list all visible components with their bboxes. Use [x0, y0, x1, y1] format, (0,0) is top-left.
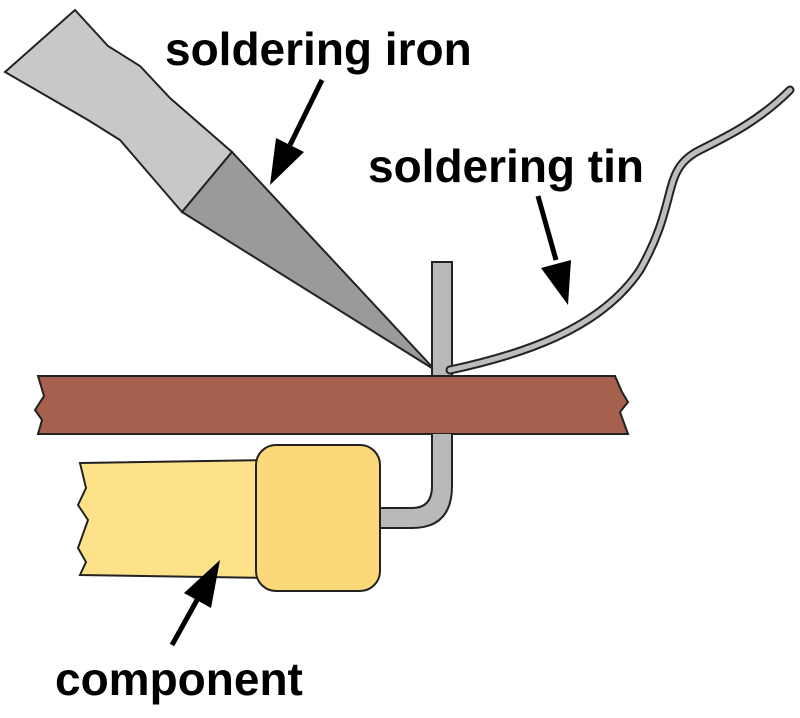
label-component: component: [55, 653, 303, 705]
label-soldering-tin: soldering tin: [368, 140, 644, 192]
component-end-cap: [255, 444, 381, 592]
label-soldering-iron: soldering iron: [165, 23, 472, 75]
arrow-soldering-tin: [535, 195, 571, 305]
circuit-board: [33, 375, 630, 435]
component-lead-bend: [377, 434, 453, 529]
soldering-tin-wire-fill: [447, 87, 793, 373]
arrow-soldering-iron: [270, 78, 325, 185]
arrow-component: [169, 560, 220, 647]
soldering-iron-tip: [180, 150, 436, 371]
component-lead-top: [431, 261, 453, 377]
component-body: [76, 458, 269, 580]
